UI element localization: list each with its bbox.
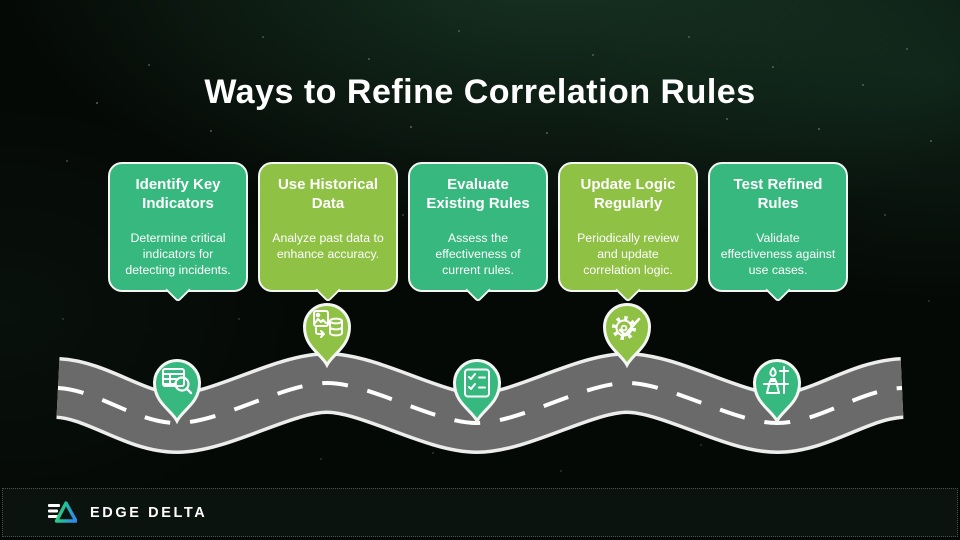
pin-update-logic-regularly	[602, 303, 652, 368]
edge-delta-logo-icon	[48, 501, 77, 523]
card-title: Evaluate Existing Rules	[426, 176, 530, 212]
card-title: Use Historical Data	[277, 176, 379, 212]
card-evaluate-existing-rules: Evaluate Existing Rules Assess the effec…	[408, 162, 548, 303]
page-title: Ways to Refine Correlation Rules	[204, 72, 756, 111]
card-body: Periodically review and update correlati…	[577, 230, 679, 277]
lab-burner-icon	[763, 366, 789, 394]
gear-check-icon	[612, 316, 641, 340]
table-search-icon	[162, 368, 193, 395]
card-body: Assess the effectiveness of current rule…	[435, 230, 521, 277]
card-title: Update Logic Regularly	[580, 176, 676, 212]
checklist-icon	[464, 368, 490, 398]
card-update-logic-regularly: Update Logic Regularly Periodically revi…	[558, 162, 698, 303]
card-body: Validate effectiveness against use cases…	[720, 230, 836, 277]
card-body: Determine critical indicators for detect…	[125, 230, 231, 277]
card-test-refined-rules: Test Refined Rules Validate effectivenes…	[708, 162, 848, 303]
card-identify-key-indicators: Identify Key Indicators Determine critic…	[108, 162, 248, 303]
step-cards-row: Identify Key Indicators Determine critic…	[108, 162, 848, 303]
card-title: Test Refined Rules	[733, 176, 823, 212]
data-transfer-icon	[313, 310, 343, 338]
pin-test-refined-rules	[752, 359, 802, 424]
pin-identify-key-indicators	[152, 359, 202, 424]
pin-evaluate-existing-rules	[452, 359, 502, 424]
brand-name: EDGE DELTA	[90, 504, 208, 521]
card-title: Identify Key Indicators	[135, 176, 221, 212]
card-use-historical-data: Use Historical Data Analyze past data to…	[258, 162, 398, 303]
footer-bar: EDGE DELTA	[2, 488, 958, 537]
card-body: Analyze past data to enhance accuracy.	[272, 230, 384, 261]
pin-use-historical-data	[302, 303, 352, 368]
